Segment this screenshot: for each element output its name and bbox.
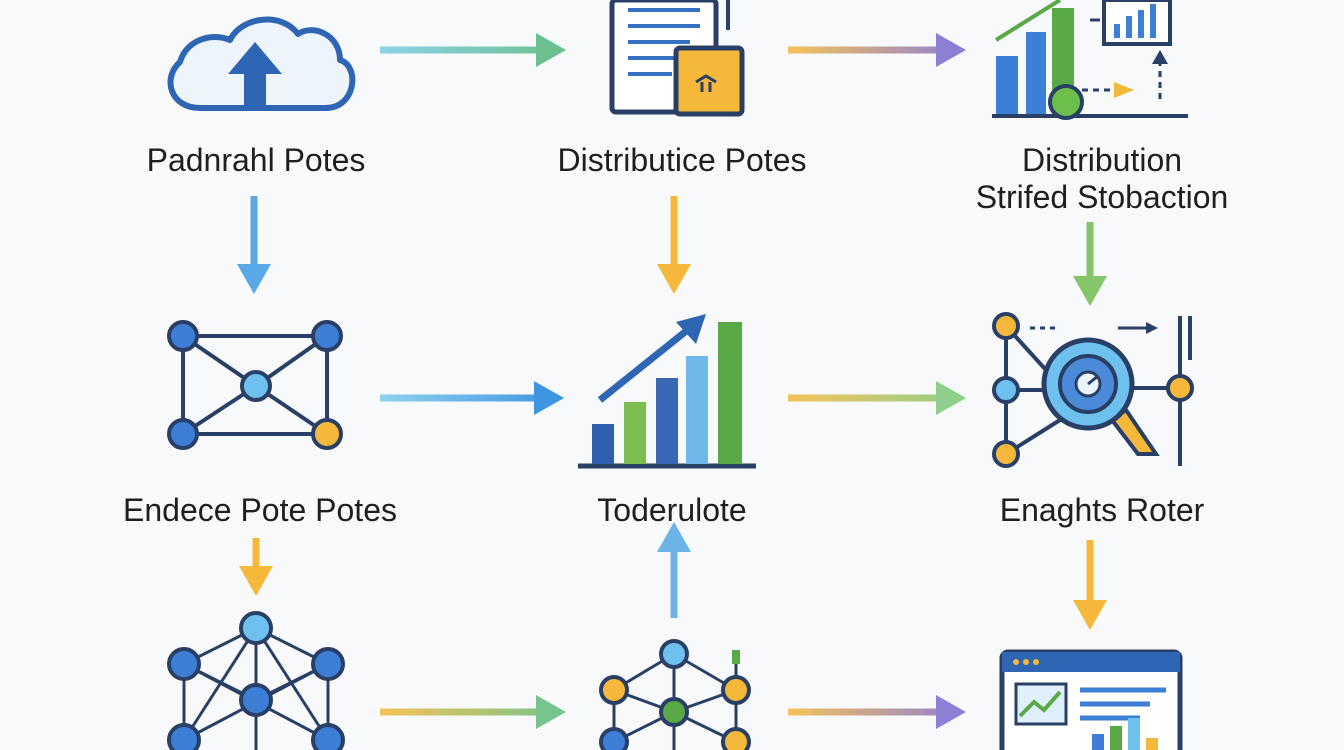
node-label-n2: Distributice Potes xyxy=(512,142,852,179)
node-label-n4: Endece Pote Potes xyxy=(80,492,440,529)
node-label-line: Strifed Stobaction xyxy=(975,179,1229,215)
arrow-n4-to-n5 xyxy=(380,381,564,415)
arrow-n6-to-n9 xyxy=(1073,540,1107,630)
node-label-n5: Toderulote xyxy=(512,492,832,529)
dashboard-window-icon xyxy=(999,649,1183,750)
node-label-line: Distributice Potes xyxy=(557,142,807,178)
network-icon xyxy=(167,320,343,450)
arrow-head xyxy=(1073,276,1107,306)
arrow-head xyxy=(657,522,691,552)
arrow-n3-to-n6 xyxy=(1073,222,1107,306)
arrow-n8-to-n9 xyxy=(788,695,966,729)
arrow-head xyxy=(1073,600,1107,630)
arrow-head xyxy=(239,566,273,596)
arrow-head xyxy=(657,264,691,294)
document-icon xyxy=(609,0,745,117)
arrow-n4-to-n7 xyxy=(239,538,273,596)
node-label-n6: Enaghts Roter xyxy=(932,492,1272,529)
arrow-n1-to-n4 xyxy=(237,196,271,294)
arrow-head xyxy=(536,695,566,729)
arrow-n2-to-n5 xyxy=(657,196,691,294)
node-label-line: Padnrahl Potes xyxy=(146,142,366,178)
arrow-head xyxy=(534,381,564,415)
arrow-n2-to-n3 xyxy=(788,33,966,67)
node-label-line: Endece Pote Potes xyxy=(123,492,397,528)
node-label-line: Distribution xyxy=(1021,142,1183,178)
arrow-head xyxy=(237,264,271,294)
growth-chart-icon xyxy=(578,314,756,469)
node-label-line: Enaghts Roter xyxy=(999,492,1205,528)
node-label-line: Toderulote xyxy=(597,492,747,528)
arrow-head xyxy=(936,33,966,67)
bar-chart-icon xyxy=(992,0,1188,120)
arrow-head xyxy=(936,695,966,729)
arrow-head xyxy=(536,33,566,67)
arrow-n7-to-n8 xyxy=(380,695,566,729)
arrow-n5-to-n6 xyxy=(788,381,966,415)
arrow-n1-to-n2 xyxy=(380,33,566,67)
arrow-head xyxy=(936,381,966,415)
arrow-n8-to-n5 xyxy=(657,522,691,618)
cluster-network-icon xyxy=(599,639,751,750)
magnifier-network-icon xyxy=(992,312,1194,468)
node-label-n1: Padnrahl Potes xyxy=(88,142,424,179)
cloud-upload-icon xyxy=(167,16,356,111)
mesh-network-icon xyxy=(167,611,345,750)
